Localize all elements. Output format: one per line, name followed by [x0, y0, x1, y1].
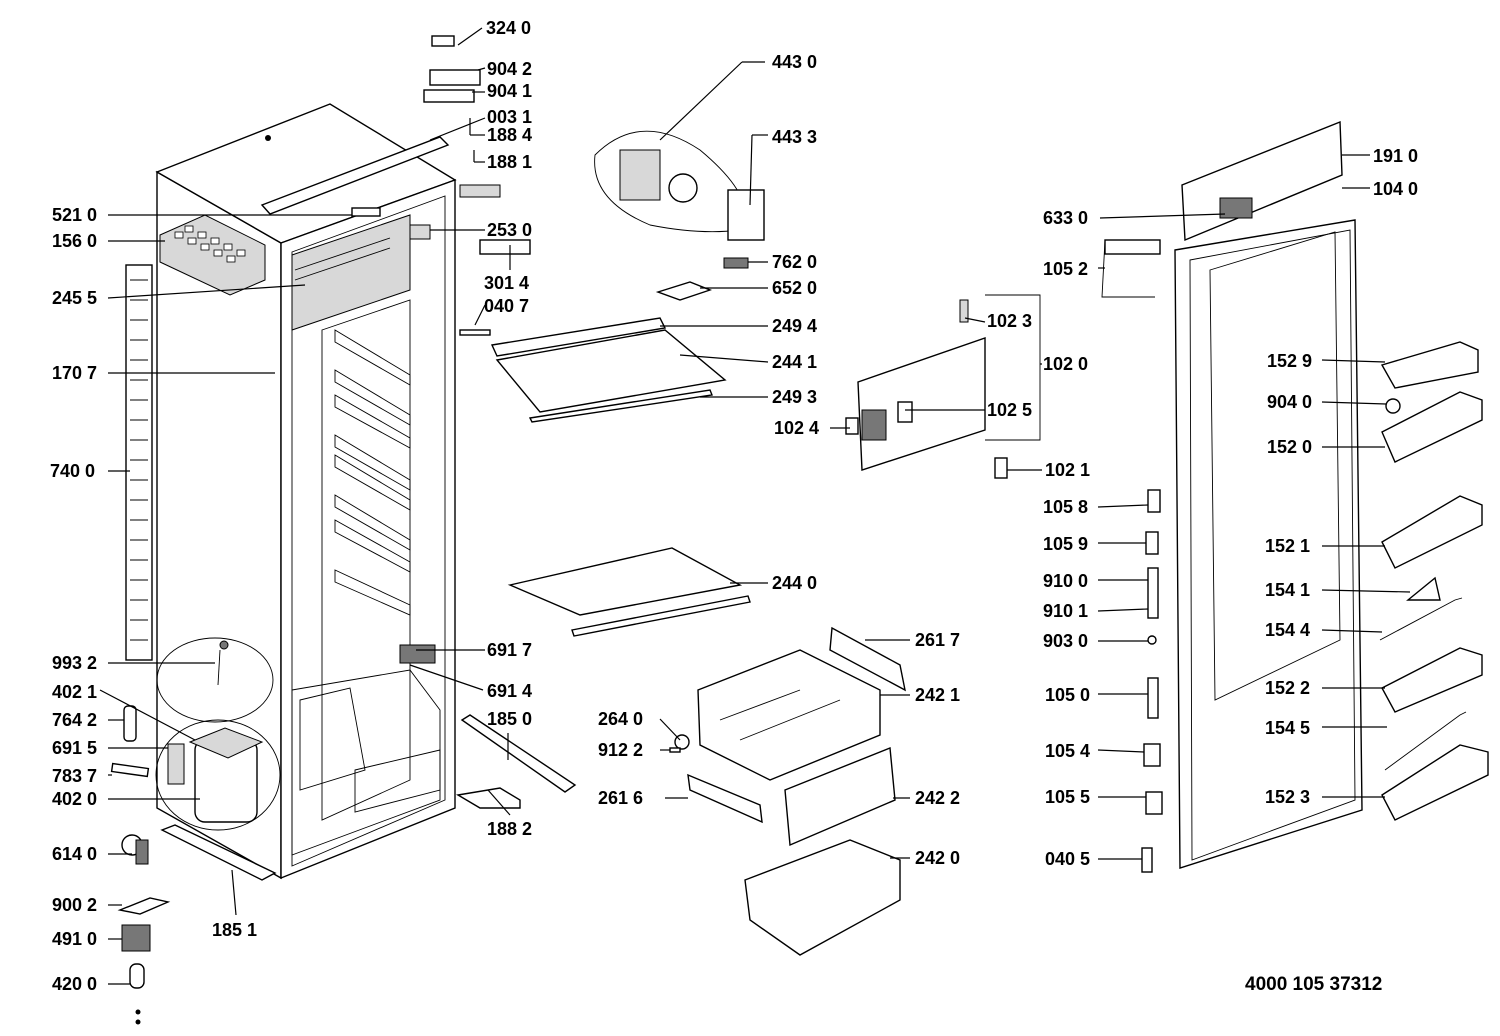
label-4200: 420 0	[52, 974, 97, 994]
label-1052: 105 2	[1043, 259, 1088, 279]
label-4910: 491 0	[52, 929, 97, 949]
label-1851: 185 1	[212, 920, 257, 940]
label-1059: 105 9	[1043, 534, 1088, 554]
label-1522: 152 2	[1265, 678, 1310, 698]
label-1520: 152 0	[1267, 437, 1312, 457]
label-6917: 691 7	[487, 640, 532, 660]
label-1544: 154 4	[1265, 620, 1310, 640]
label-4021: 402 1	[52, 682, 97, 702]
label-9122: 912 2	[598, 740, 643, 760]
label-2493: 249 3	[772, 387, 817, 407]
leader-lines	[99, 27, 1411, 985]
label-1024: 102 4	[774, 418, 819, 438]
small-parts-left	[110, 705, 185, 1025]
label-4430: 443 0	[772, 52, 817, 72]
label-1560: 156 0	[52, 231, 97, 251]
label-2455: 245 5	[52, 288, 97, 308]
label-6330: 633 0	[1043, 208, 1088, 228]
ice-maker-module	[594, 130, 765, 301]
label-1040: 104 0	[1373, 179, 1418, 199]
label-1050: 105 0	[1045, 685, 1090, 705]
label-3240: 324 0	[486, 18, 531, 38]
label-9042: 904 2	[487, 59, 532, 79]
label-1850: 185 0	[487, 709, 532, 729]
label-6915: 691 5	[52, 738, 97, 758]
label-9101: 910 1	[1043, 601, 1088, 621]
label-0407: 040 7	[484, 296, 529, 316]
label-2617: 261 7	[915, 630, 960, 650]
crisper-drawers	[669, 626, 906, 956]
label-4433: 443 3	[772, 127, 817, 147]
label-2420: 242 0	[915, 848, 960, 868]
label-2441: 244 1	[772, 352, 817, 372]
label-7620: 762 0	[772, 252, 817, 272]
label-1529: 152 9	[1267, 351, 1312, 371]
label-9040: 904 0	[1267, 392, 1312, 412]
fridge-door	[1101, 120, 1489, 873]
label-1021: 102 1	[1045, 460, 1090, 480]
label-1025: 102 5	[987, 400, 1032, 420]
label-0405: 040 5	[1045, 849, 1090, 869]
label-1521: 152 1	[1265, 536, 1310, 556]
label-2422: 242 2	[915, 788, 960, 808]
label-2616: 261 6	[598, 788, 643, 808]
label-1545: 154 5	[1265, 718, 1310, 738]
label-1707: 170 7	[52, 363, 97, 383]
label-7837: 783 7	[52, 766, 97, 786]
fridge-cabinet	[125, 35, 577, 881]
label-1054: 105 4	[1045, 741, 1090, 761]
label-1020: 102 0	[1043, 354, 1088, 374]
label-1541: 154 1	[1265, 580, 1310, 600]
label-2530: 253 0	[487, 220, 532, 240]
label-9100: 910 0	[1043, 571, 1088, 591]
label-9030: 903 0	[1043, 631, 1088, 651]
label-0031: 003 1	[487, 107, 532, 127]
label-1523: 152 3	[1265, 787, 1310, 807]
label-6520: 652 0	[772, 278, 817, 298]
label-1881: 188 1	[487, 152, 532, 172]
label-9041: 904 1	[487, 81, 532, 101]
label-1910: 191 0	[1373, 146, 1418, 166]
label-1058: 105 8	[1043, 497, 1088, 517]
label-4020: 402 0	[52, 789, 97, 809]
shelves	[490, 317, 751, 637]
document-number: 4000 105 37312	[1245, 974, 1382, 995]
label-2640: 264 0	[598, 709, 643, 729]
label-7642: 764 2	[52, 710, 97, 730]
label-1023: 102 3	[987, 311, 1032, 331]
label-3014: 301 4	[484, 273, 529, 293]
label-6140: 614 0	[52, 844, 97, 864]
label-1884: 188 4	[487, 125, 532, 145]
freezer-door	[845, 294, 1041, 479]
label-7400: 740 0	[50, 461, 95, 481]
label-2494: 249 4	[772, 316, 817, 336]
label-6914: 691 4	[487, 681, 532, 701]
label-2440: 244 0	[772, 573, 817, 593]
label-9002: 900 2	[52, 895, 97, 915]
label-1882: 188 2	[487, 819, 532, 839]
label-1055: 105 5	[1045, 787, 1090, 807]
label-5210: 521 0	[52, 205, 97, 225]
part-labels: 324 0 904 2 904 1 003 1 188 4 188 1 521 …	[50, 18, 1418, 995]
label-2421: 242 1	[915, 685, 960, 705]
label-9932: 993 2	[52, 653, 97, 673]
